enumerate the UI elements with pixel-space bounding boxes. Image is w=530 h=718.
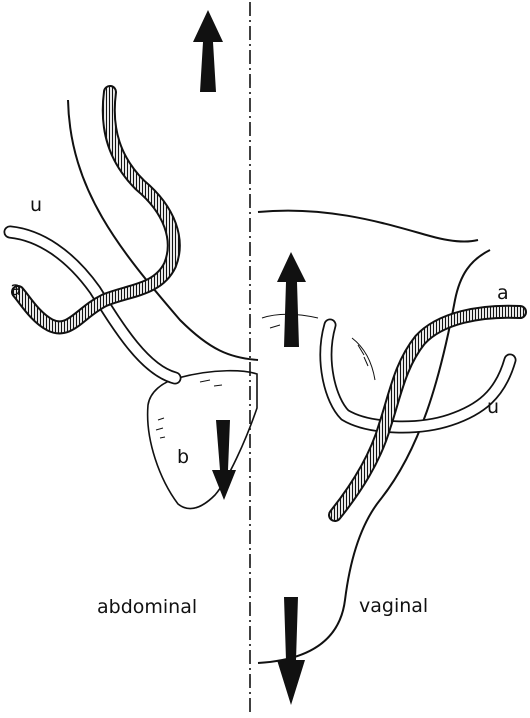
arrow-up-left: [193, 10, 223, 92]
peritoneal-fold-line: [68, 100, 258, 360]
label-ureter-left: u: [30, 196, 42, 215]
label-bladder: b: [177, 448, 189, 467]
pelvic-shading: [262, 314, 375, 380]
label-ureter-right: u: [487, 398, 499, 417]
vaginal-cuff-line: [258, 211, 478, 242]
arrow-up-right: [277, 252, 306, 347]
arrow-down-bladder: [212, 420, 236, 500]
label-artery-left: a: [10, 280, 22, 299]
arrow-down-bottom: [277, 597, 305, 705]
label-artery-right: a: [497, 284, 509, 303]
label-vaginal: vaginal: [359, 597, 428, 616]
bladder-shading: [156, 380, 222, 438]
label-abdominal: abdominal: [97, 598, 197, 617]
bladder-outline: [148, 371, 257, 509]
